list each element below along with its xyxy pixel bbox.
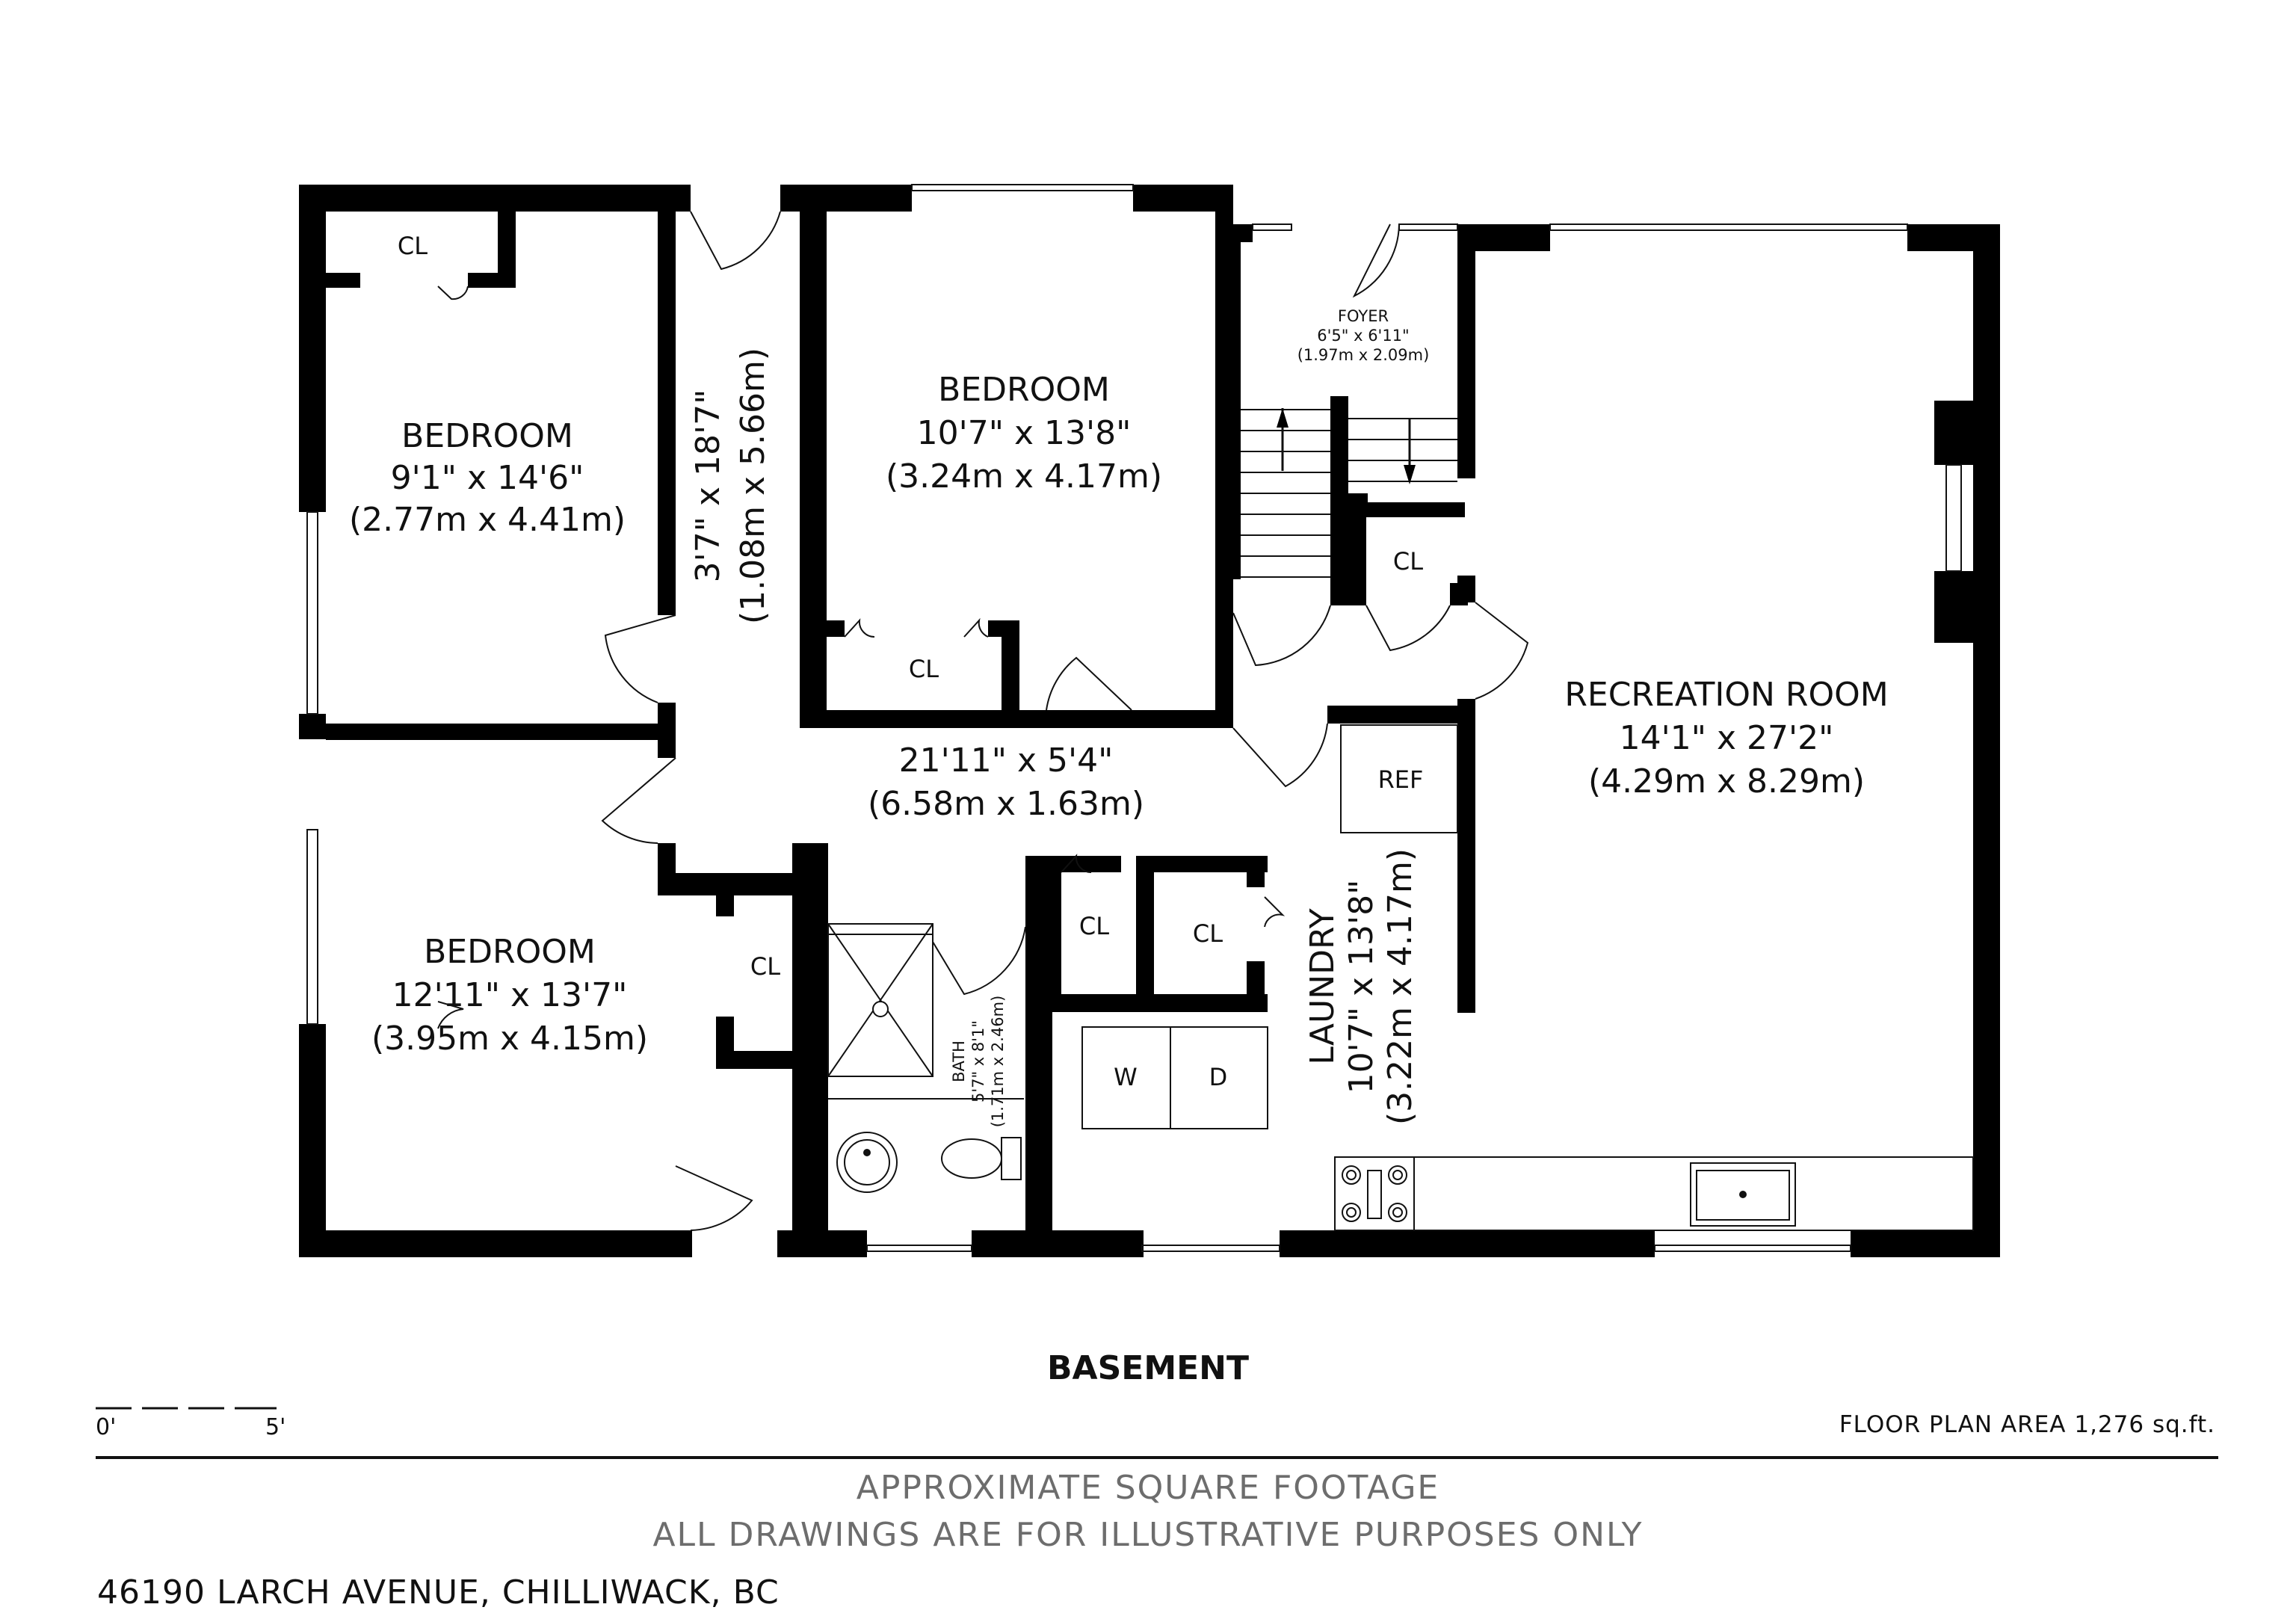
foyer-name: FOYER [1338,307,1389,325]
hall-vertical-metric: (1.08m x 5.66m) [734,348,772,624]
fridge-label: REF [1378,765,1424,794]
recreation-name: RECREATION ROOM [1564,676,1888,714]
bedroom-n-metric: (3.24m x 4.17m) [886,457,1162,496]
property-address: 46190 LARCH AVENUE, CHILLIWACK, BC [97,1573,780,1612]
kitchen-sink-icon [1690,1162,1796,1227]
doors [437,211,1529,1231]
hall-vertical-imperial: 3'7" x 18'7" [689,389,727,583]
laundry-imperial: 10'7" x 13'8" [1342,880,1380,1094]
hall-horizontal-imperial: 21'11" x 5'4" [899,741,1114,780]
kitchen-counter [1334,1156,1974,1231]
bedroom-n-imperial: 10'7" x 13'8" [917,414,1132,452]
recreation-metric: (4.29m x 8.29m) [1588,762,1865,801]
washer-label: W [1114,1063,1138,1091]
recreation-imperial: 14'1" x 27'2" [1620,719,1834,757]
lavatory-icon [836,1132,898,1193]
dryer-label: D [1209,1063,1228,1091]
bedroom-sw-metric: (3.95m x 4.15m) [371,1020,648,1058]
closet-n-label: CL [909,655,939,683]
room-labels: BEDROOM 9'1" x 14'6" (2.77m x 4.41m) CL … [349,232,1889,1127]
stair-arrows [1277,408,1416,484]
closet-nw-label: CL [398,232,428,260]
bath-imperial: 5'7" x 8'1" [969,1020,987,1103]
stove-icon [1334,1156,1415,1231]
closet-laundry-2-label: CL [1193,919,1223,948]
divider-rule [96,1456,2218,1459]
closet-sw-label: CL [750,952,780,981]
closet-laundry-1-label: CL [1079,912,1109,940]
bedroom-nw-imperial: 9'1" x 14'6" [391,459,584,497]
disclaimer-illustrative: ALL DRAWINGS ARE FOR ILLUSTRATIVE PURPOS… [652,1516,1644,1554]
closet-foyer-label: CL [1393,547,1423,576]
foyer-imperial: 6'5" x 6'11" [1317,327,1409,345]
hall-horizontal-metric: (6.58m x 1.63m) [868,785,1144,823]
shower-icon [827,923,933,1077]
disclaimer-footage: APPROXIMATE SQUARE FOOTAGE [856,1469,1440,1507]
bath-name: BATH [950,1040,968,1082]
foyer-metric: (1.97m x 2.09m) [1297,346,1430,364]
floor-area-label: FLOOR PLAN AREA 1,276 sq.ft. [1839,1411,2215,1438]
bedroom-sw-imperial: 12'11" x 13'7" [392,976,628,1014]
scale-start-label: 0' [96,1414,117,1440]
windows [306,184,1962,1252]
fridge-box [1340,724,1458,833]
toilet-icon [941,1137,1022,1180]
bath-metric: (1.71m x 2.46m) [989,996,1007,1128]
floor-level-title: BASEMENT [1046,1349,1249,1387]
laundry-metric: (3.22m x 4.17m) [1381,848,1419,1125]
bedroom-n-name: BEDROOM [938,371,1110,409]
bedroom-nw-metric: (2.77m x 4.41m) [349,501,626,539]
bedroom-nw-name: BEDROOM [401,417,573,455]
laundry-name: LAUNDRY [1303,908,1342,1064]
scale-end-label: 5' [265,1414,286,1440]
dryer-box [1170,1026,1268,1129]
walls [299,185,2000,1257]
fixtures [827,724,1974,1231]
bedroom-sw-name: BEDROOM [424,933,596,971]
